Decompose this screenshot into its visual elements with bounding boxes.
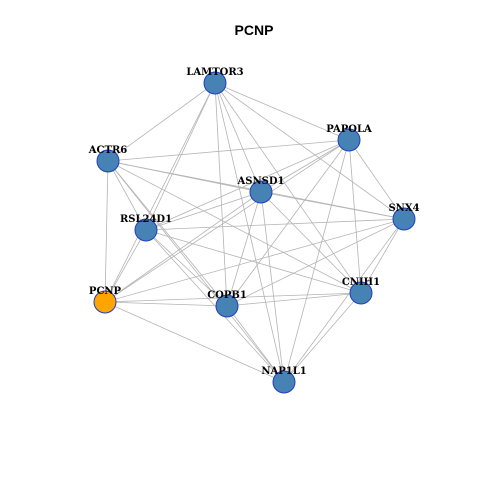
- node-circle-cnih1: [349, 281, 373, 305]
- edge-rsl24d1-pcnp: [104, 229, 147, 303]
- node-copb1: COPB1: [207, 290, 247, 318]
- node-actr6: ACTR6: [88, 145, 127, 173]
- edge-asnsd1-snx4: [260, 191, 405, 220]
- edge-papola-asnsd1: [260, 139, 350, 193]
- node-circle-lamtor3: [203, 71, 227, 95]
- node-circle-copb1: [215, 294, 239, 318]
- node-label-actr6: ACTR6: [88, 145, 127, 156]
- edge-actr6-cnih1: [107, 160, 362, 294]
- edge-asnsd1-nap1l1: [260, 191, 285, 383]
- node-label-snx4: SNX4: [388, 203, 419, 214]
- edge-rsl24d1-copb1: [145, 229, 228, 307]
- node-asnsd1: ASNSD1: [237, 176, 285, 204]
- node-snx4: SNX4: [388, 203, 420, 231]
- edge-asnsd1-rsl24d1: [145, 191, 262, 231]
- node-lamtor3: LAMTOR3: [186, 67, 244, 95]
- node-label-asnsd1: ASNSD1: [237, 176, 285, 187]
- edge-rsl24d1-cnih1: [145, 229, 362, 294]
- edge-lamtor3-asnsd1: [214, 82, 262, 193]
- node-label-rsl24d1: RSL24D1: [120, 214, 172, 225]
- edge-cnih1-nap1l1: [283, 292, 362, 383]
- node-label-cnih1: CNIH1: [342, 277, 380, 288]
- edge-lamtor3-nap1l1: [214, 82, 285, 383]
- edge-actr6-nap1l1: [107, 160, 285, 383]
- edge-asnsd1-pcnp: [104, 191, 262, 303]
- node-papola: PAPOLA: [326, 124, 372, 152]
- edge-papola-copb1: [226, 139, 350, 307]
- node-circle-nap1l1: [272, 370, 296, 394]
- edge-snx4-copb1: [226, 218, 405, 307]
- edge-lamtor3-rsl24d1: [145, 82, 216, 231]
- edge-snx4-pcnp: [104, 218, 405, 303]
- edge-papola-actr6: [107, 139, 350, 162]
- edge-lamtor3-papola: [214, 82, 350, 141]
- node-circle-actr6: [96, 149, 120, 173]
- edge-snx4-nap1l1: [283, 218, 405, 383]
- edge-papola-rsl24d1: [145, 139, 350, 231]
- graph-title: PCNP: [235, 22, 274, 38]
- node-circle-papola: [337, 128, 361, 152]
- node-circle-asnsd1: [249, 180, 273, 204]
- edge-lamtor3-actr6: [107, 82, 216, 162]
- edge-copb1-cnih1: [226, 292, 362, 307]
- node-cnih1: CNIH1: [342, 277, 380, 305]
- edge-actr6-pcnp: [104, 160, 109, 303]
- edge-actr6-rsl24d1: [107, 160, 147, 231]
- edge-copb1-nap1l1: [226, 305, 285, 383]
- node-circle-snx4: [392, 207, 416, 231]
- node-pcnp: PCNP: [89, 286, 122, 314]
- edge-snx4-rsl24d1: [145, 218, 405, 231]
- edge-asnsd1-copb1: [226, 191, 262, 307]
- edge-lamtor3-snx4: [214, 82, 405, 220]
- node-rsl24d1: RSL24D1: [120, 214, 172, 242]
- node-label-copb1: COPB1: [207, 290, 247, 301]
- edge-lamtor3-cnih1: [214, 82, 362, 294]
- node-circle-rsl24d1: [134, 218, 158, 242]
- edge-actr6-copb1: [107, 160, 228, 307]
- edge-papola-snx4: [348, 139, 405, 220]
- edge-papola-pcnp: [104, 139, 350, 303]
- edges-layer: [104, 82, 405, 383]
- edge-asnsd1-cnih1: [260, 191, 362, 294]
- edge-snx4-cnih1: [360, 218, 405, 294]
- node-circle-pcnp: [93, 290, 117, 314]
- node-nap1l1: NAP1L1: [261, 366, 307, 394]
- node-label-nap1l1: NAP1L1: [261, 366, 306, 377]
- edge-papola-nap1l1: [283, 139, 350, 383]
- node-label-pcnp: PCNP: [89, 286, 122, 297]
- edge-lamtor3-pcnp: [104, 82, 216, 303]
- node-label-lamtor3: LAMTOR3: [186, 67, 243, 78]
- edge-pcnp-nap1l1: [104, 301, 285, 383]
- edge-pcnp-copb1: [104, 301, 228, 307]
- node-label-papola: PAPOLA: [326, 124, 372, 135]
- edge-papola-cnih1: [348, 139, 362, 294]
